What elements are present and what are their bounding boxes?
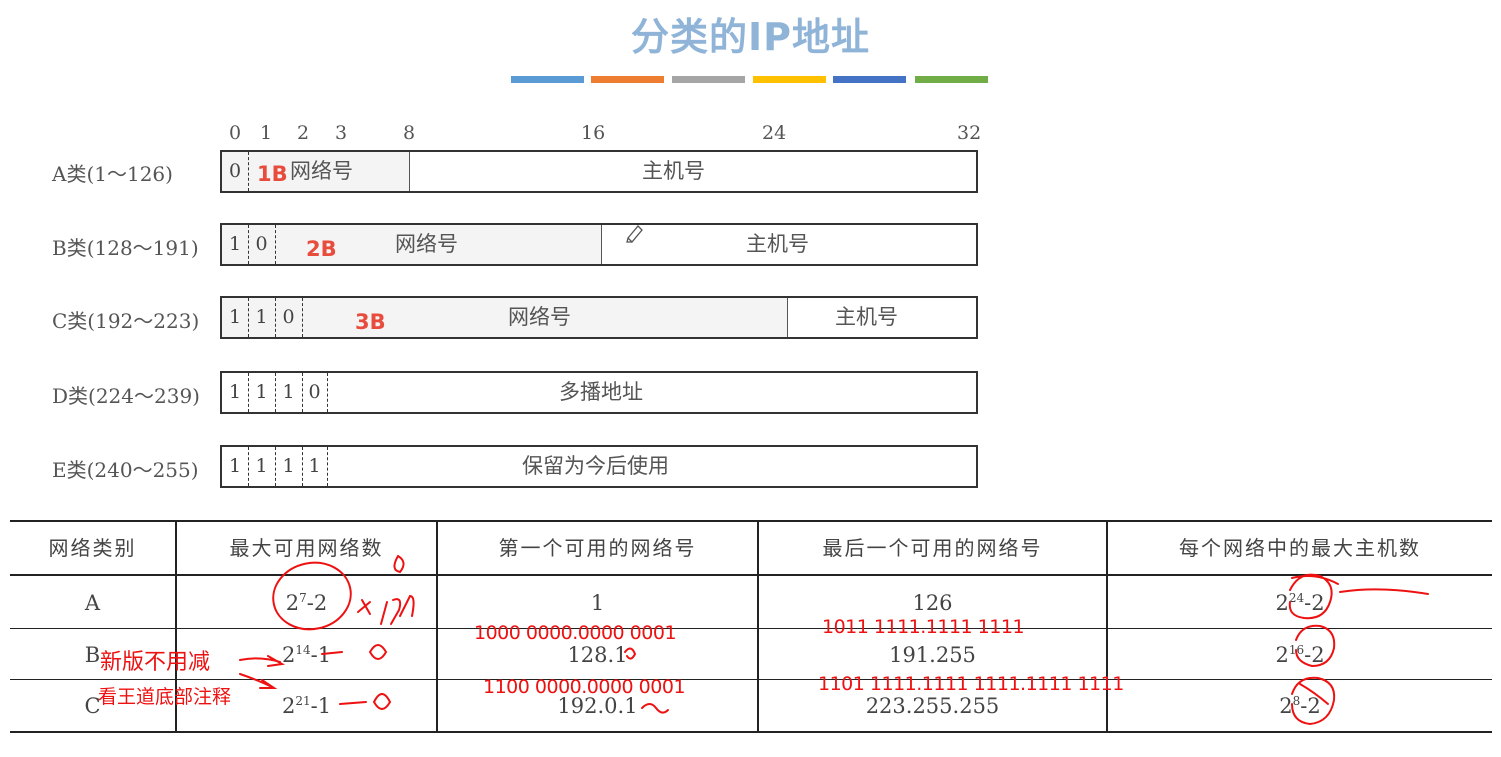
class-e-label: E类(240～255) <box>52 458 199 482</box>
cell-max-networks: 214-1 <box>281 643 332 667</box>
class-c-format: 1 1 0 网络号 主机号 <box>220 296 978 339</box>
prefix-bit: 1 <box>255 455 268 477</box>
annotation-b-first-binary: 1000 0000.0000 0001 <box>474 622 677 644</box>
page-title: 分类的IP地址 <box>631 15 870 59</box>
annotation-c-last-binary: 1101 1111.1111 1111.1111 1111 <box>818 673 1124 695</box>
cell-max-networks: 221-1 <box>281 694 332 718</box>
title-bar-segment-4 <box>753 76 826 83</box>
title-bar-segment-3 <box>672 76 745 83</box>
class-e-format: 1 1 1 1 保留为今后使用 <box>220 445 978 488</box>
header-max-hosts: 每个网络中的最大主机数 <box>1179 536 1421 560</box>
bit-position: 16 <box>581 122 606 144</box>
cell-last-network: 223.255.255 <box>865 694 1000 718</box>
bit-position: 24 <box>762 122 787 144</box>
cell-max-networks: 27-2 <box>285 591 328 615</box>
class-a-label: A类(1～126) <box>52 162 173 186</box>
class-d-format: 1 1 1 0 多播地址 <box>220 371 978 414</box>
prefix-bit: 1 <box>228 381 242 403</box>
cell-max-hosts: 224-2 <box>1275 591 1325 615</box>
network-field: 网络号 <box>508 305 571 329</box>
title-bar-segment-5 <box>833 76 906 83</box>
prefix-bit: 1 <box>228 233 242 255</box>
cell-last-network: 126 <box>912 591 953 615</box>
title-bar-segment-6 <box>915 76 988 83</box>
prefix-bit: 0 <box>255 233 268 255</box>
class-a-format: 0 网络号 主机号 <box>220 150 978 193</box>
title-bar-segment-1 <box>511 76 584 83</box>
class-d-label: D类(224～239) <box>52 384 200 408</box>
multicast-field: 多播地址 <box>559 380 643 404</box>
cell-first-network: 192.0.1 <box>557 694 638 718</box>
prefix-bit: 1 <box>255 306 268 328</box>
title-bar-segment-2 <box>591 76 664 83</box>
annotation-footnote: 看王道底部注释 <box>98 686 232 708</box>
annotation-b-last-binary: 1011 1111.1111 1111 <box>822 616 1025 638</box>
cell-class: C <box>84 694 101 718</box>
annotation-new-edition: 新版不用减 <box>100 650 211 675</box>
bit-position: 3 <box>335 122 348 144</box>
bit-position: 8 <box>403 122 416 144</box>
prefix-bit: 0 <box>282 306 295 328</box>
prefix-bit: 1 <box>282 381 295 403</box>
cell-class: B <box>84 643 101 667</box>
prefix-bit: 1 <box>228 455 242 477</box>
prefix-bit: 0 <box>228 160 242 182</box>
cell-first-network: 1 <box>590 591 605 615</box>
bit-position: 2 <box>297 122 310 144</box>
cell-last-network: 191.255 <box>889 643 976 667</box>
header-max-networks: 最大可用网络数 <box>229 536 384 560</box>
prefix-bit: 1 <box>228 306 242 328</box>
annotation-c-first-binary: 1100 0000.0000 0001 <box>483 676 686 698</box>
network-field: 网络号 <box>290 159 353 183</box>
bit-position: 0 <box>229 122 242 144</box>
pencil-cursor-icon <box>626 225 643 243</box>
header-first-network: 第一个可用的网络号 <box>498 536 697 560</box>
class-b-format: 1 0 网络号 主机号 <box>220 223 978 266</box>
header-last-network: 最后一个可用的网络号 <box>822 536 1043 560</box>
cell-max-hosts: 28-2 <box>1279 694 1321 718</box>
class-c-label: C类(192～223) <box>52 309 200 333</box>
prefix-bit: 1 <box>282 455 295 477</box>
header-network-class: 网络类别 <box>48 536 137 560</box>
class-b-label: B类(128～191) <box>52 236 199 260</box>
reserved-field: 保留为今后使用 <box>522 454 669 478</box>
prefix-bit: 1 <box>308 455 321 477</box>
class-c-bytes-note: 3B <box>355 310 386 334</box>
prefix-bit: 1 <box>255 381 268 403</box>
bit-position: 32 <box>957 122 982 144</box>
host-field: 主机号 <box>835 305 898 329</box>
cell-class: A <box>84 591 101 615</box>
host-field: 主机号 <box>746 232 809 256</box>
cell-first-network: 128.1 <box>567 643 628 667</box>
host-field: 主机号 <box>642 159 705 183</box>
network-field: 网络号 <box>395 232 458 256</box>
prefix-bit: 0 <box>308 381 321 403</box>
class-a-bytes-note: 1B <box>257 162 288 186</box>
bit-position: 1 <box>260 122 273 144</box>
class-b-bytes-note: 2B <box>306 237 337 261</box>
